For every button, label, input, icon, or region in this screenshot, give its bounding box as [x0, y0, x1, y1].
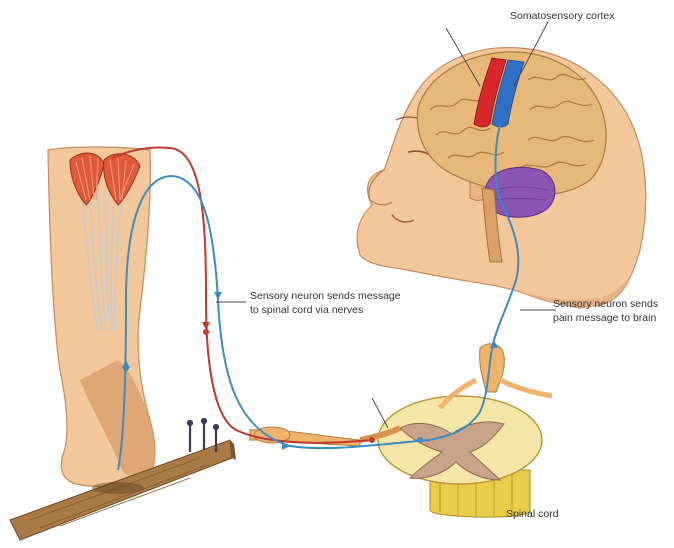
leg: [48, 147, 155, 487]
sensory-neuron-spinal-label-line2: to spinal cord via nerves: [250, 304, 363, 317]
sensory-neuron-brain-label-line1: Sensory neuron sends: [553, 298, 658, 311]
spinal-cord: [250, 344, 552, 517]
spinal-cord-label: Spinal cord: [506, 508, 559, 521]
sensory-neuron-brain-label-line2: pain message to brain: [553, 312, 656, 325]
sensory-neuron-spinal-label-line1: Sensory neuron sends message: [250, 290, 401, 303]
somatosensory-cortex-label: Somatosensory cortex: [510, 10, 614, 23]
